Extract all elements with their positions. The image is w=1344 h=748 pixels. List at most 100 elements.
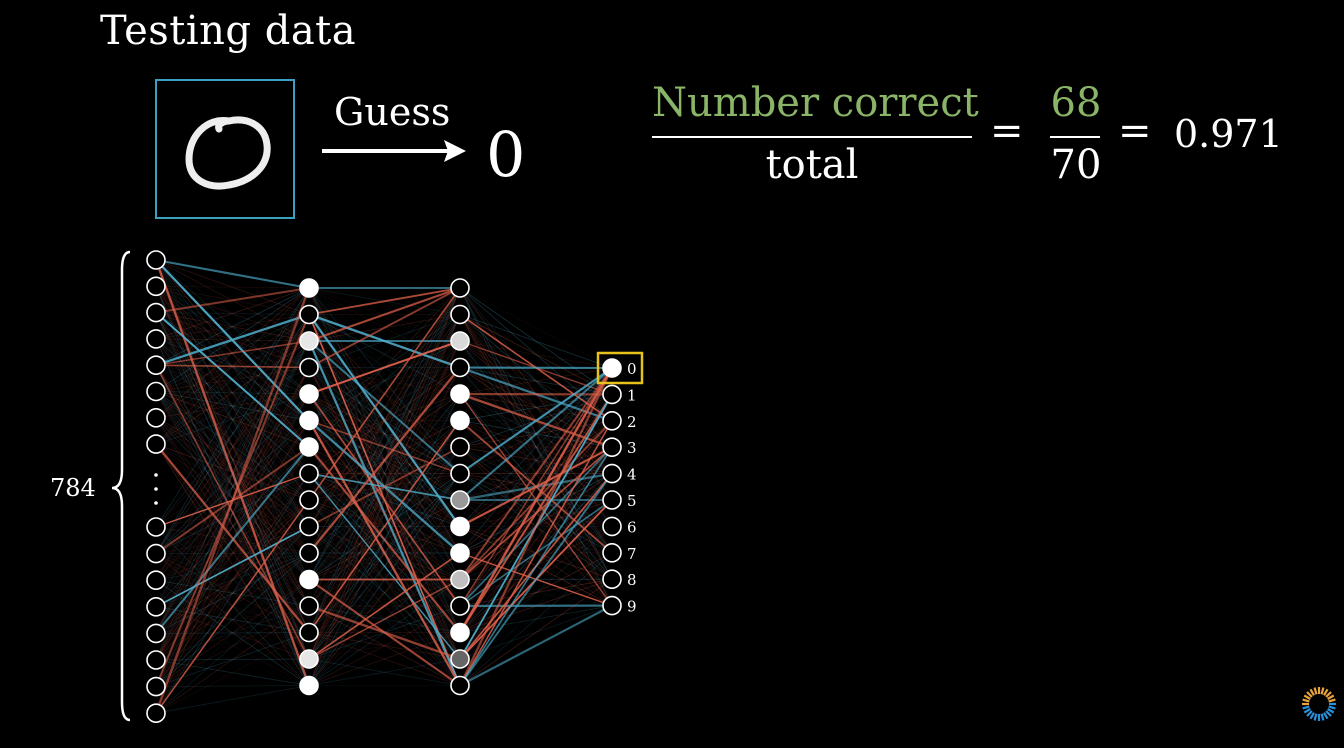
edge — [155, 338, 310, 633]
edge — [308, 473, 461, 660]
hidden-neuron-layer1 — [299, 490, 319, 510]
edge — [458, 367, 614, 634]
input-brace — [111, 250, 131, 722]
edge — [308, 367, 461, 607]
edge — [155, 552, 310, 634]
edge — [155, 314, 310, 419]
edge — [155, 605, 310, 687]
edge — [155, 259, 310, 395]
input-neuron — [146, 276, 166, 297]
edge — [459, 393, 613, 634]
edge — [155, 340, 310, 607]
input-neuron — [146, 355, 166, 375]
hidden-neuron-layer1 — [299, 437, 319, 457]
edge — [155, 338, 310, 607]
prediction-highlight — [596, 351, 644, 385]
edge — [459, 367, 613, 395]
edge — [155, 605, 310, 634]
total-count: 70 — [1050, 142, 1102, 188]
hidden-neuron-layer2 — [450, 490, 470, 510]
edge — [155, 552, 310, 687]
edge — [155, 367, 310, 392]
edge — [155, 473, 310, 581]
edge — [308, 287, 461, 474]
edge — [155, 340, 310, 687]
edge — [308, 473, 461, 607]
hidden-neuron-layer1 — [299, 596, 319, 616]
edge — [155, 340, 310, 419]
edge — [308, 420, 461, 607]
input-neuron — [146, 543, 166, 564]
edge — [459, 578, 613, 607]
edge — [308, 446, 461, 633]
hidden-neuron-layer1 — [299, 543, 319, 563]
edge — [155, 553, 310, 686]
edge — [308, 552, 461, 580]
hidden-neuron-layer1 — [299, 278, 319, 298]
edge — [155, 287, 310, 392]
guess-label: Guess — [334, 90, 451, 134]
edge — [459, 367, 613, 475]
equals-sign: = — [990, 108, 1024, 154]
edge — [155, 364, 310, 421]
edge — [308, 314, 461, 686]
edge — [459, 340, 613, 474]
edge — [155, 391, 310, 580]
edge — [308, 393, 461, 686]
edge — [155, 364, 310, 607]
edge — [308, 287, 461, 660]
edge — [308, 446, 461, 580]
input-neuron — [146, 650, 166, 670]
edge — [308, 340, 461, 686]
edge — [155, 338, 310, 421]
hidden-neuron-layer2 — [450, 675, 470, 696]
edge — [459, 287, 613, 474]
edge — [155, 364, 310, 554]
edge — [308, 367, 461, 527]
edge — [308, 605, 461, 686]
hidden-neuron-layer2 — [450, 357, 470, 378]
equals-sign-2: = — [1118, 108, 1152, 154]
input-neuron — [146, 408, 166, 428]
edge — [459, 446, 613, 633]
edge — [155, 312, 310, 315]
edge — [308, 420, 461, 580]
edge — [155, 287, 310, 661]
edge — [155, 659, 310, 686]
hidden-neuron-layer1 — [299, 331, 319, 351]
edge — [308, 420, 461, 607]
edge — [155, 473, 310, 634]
output-label: 1 — [627, 386, 637, 404]
edge — [308, 393, 461, 474]
output-label: 9 — [627, 598, 637, 616]
edge — [459, 340, 613, 369]
input-count-label: 784 — [50, 474, 96, 502]
edge — [155, 313, 310, 367]
edge — [459, 287, 613, 606]
edge — [155, 605, 310, 714]
edge — [308, 473, 461, 633]
edge — [308, 499, 461, 686]
edge — [459, 366, 613, 370]
edge — [155, 287, 310, 607]
edge — [155, 420, 310, 661]
edge — [308, 367, 461, 633]
edge — [308, 367, 461, 686]
edge — [308, 393, 461, 421]
edge — [155, 393, 310, 419]
edge — [308, 393, 461, 554]
edge — [308, 446, 461, 528]
edge — [308, 420, 461, 554]
edge — [459, 420, 613, 474]
edge — [155, 391, 310, 554]
edge — [155, 525, 310, 608]
total-label: total — [765, 142, 859, 188]
edge — [155, 391, 310, 660]
edge — [155, 286, 310, 607]
edge — [155, 420, 310, 634]
edge — [155, 286, 310, 686]
edge — [155, 526, 310, 660]
edge — [308, 420, 461, 527]
edge — [308, 579, 461, 607]
hidden-neuron-layer2 — [450, 569, 470, 590]
